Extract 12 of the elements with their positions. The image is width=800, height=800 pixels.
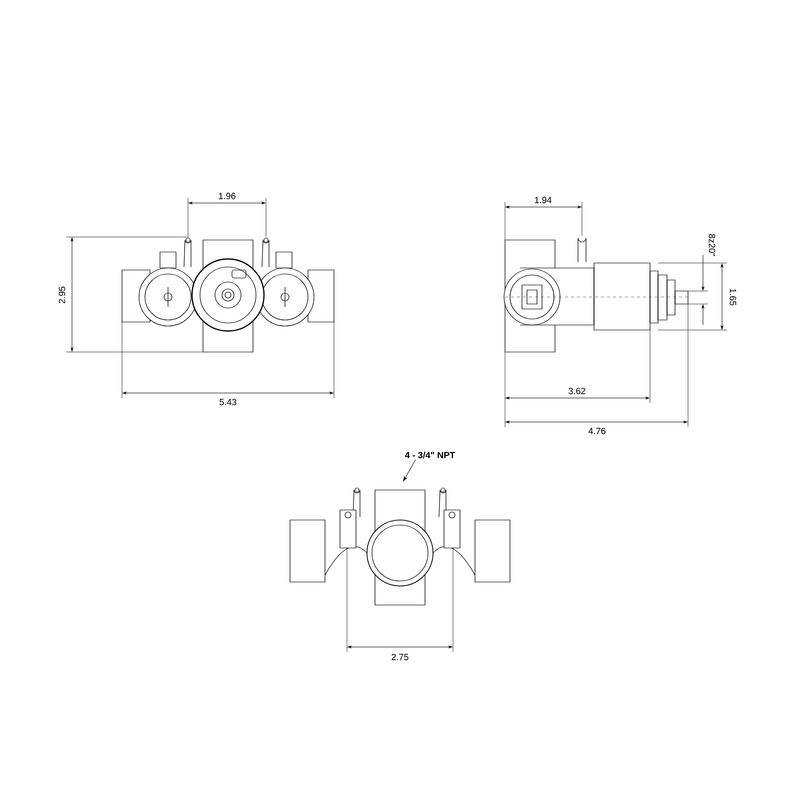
leader-note: 4 - 3/4" NPT <box>405 452 456 458</box>
leader-line <box>403 459 416 482</box>
dimension-label: 5.43 <box>220 398 236 406</box>
dimension-label: 2.95 <box>58 286 66 304</box>
bottom-view-drawing <box>290 488 510 606</box>
dimension-label: 4.76 <box>588 428 606 434</box>
dimension-label: 1.65 <box>730 288 736 306</box>
dimension-label: 2.75 <box>392 654 408 660</box>
dimension-label: 8z20" <box>708 234 716 256</box>
dimension-label: 1.94 <box>534 196 552 204</box>
dimension-label: 3.62 <box>568 388 586 394</box>
dimension-label: 1.96 <box>218 192 236 200</box>
